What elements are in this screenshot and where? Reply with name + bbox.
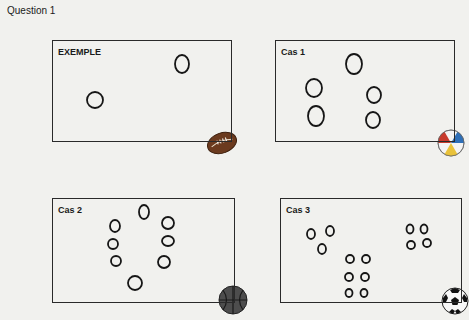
case-heading: Cas 2 <box>58 205 82 215</box>
soccer-ball-icon <box>442 288 468 314</box>
basketball-icon <box>219 286 247 314</box>
exercise-box: Cas 2 <box>52 198 235 303</box>
hand-drawn-circles <box>87 54 431 297</box>
case-heading: Cas 1 <box>281 47 305 57</box>
exercise-box: EXEMPLE <box>52 40 232 142</box>
case-heading: Cas 3 <box>286 205 310 215</box>
exercise-box: Cas 3 <box>280 198 462 303</box>
question-title: Question 1 <box>7 5 55 16</box>
beach-ball-icon <box>438 130 464 156</box>
case-heading: EXEMPLE <box>58 47 101 57</box>
exercise-box: Cas 1 <box>275 40 455 142</box>
football-icon <box>204 128 239 157</box>
